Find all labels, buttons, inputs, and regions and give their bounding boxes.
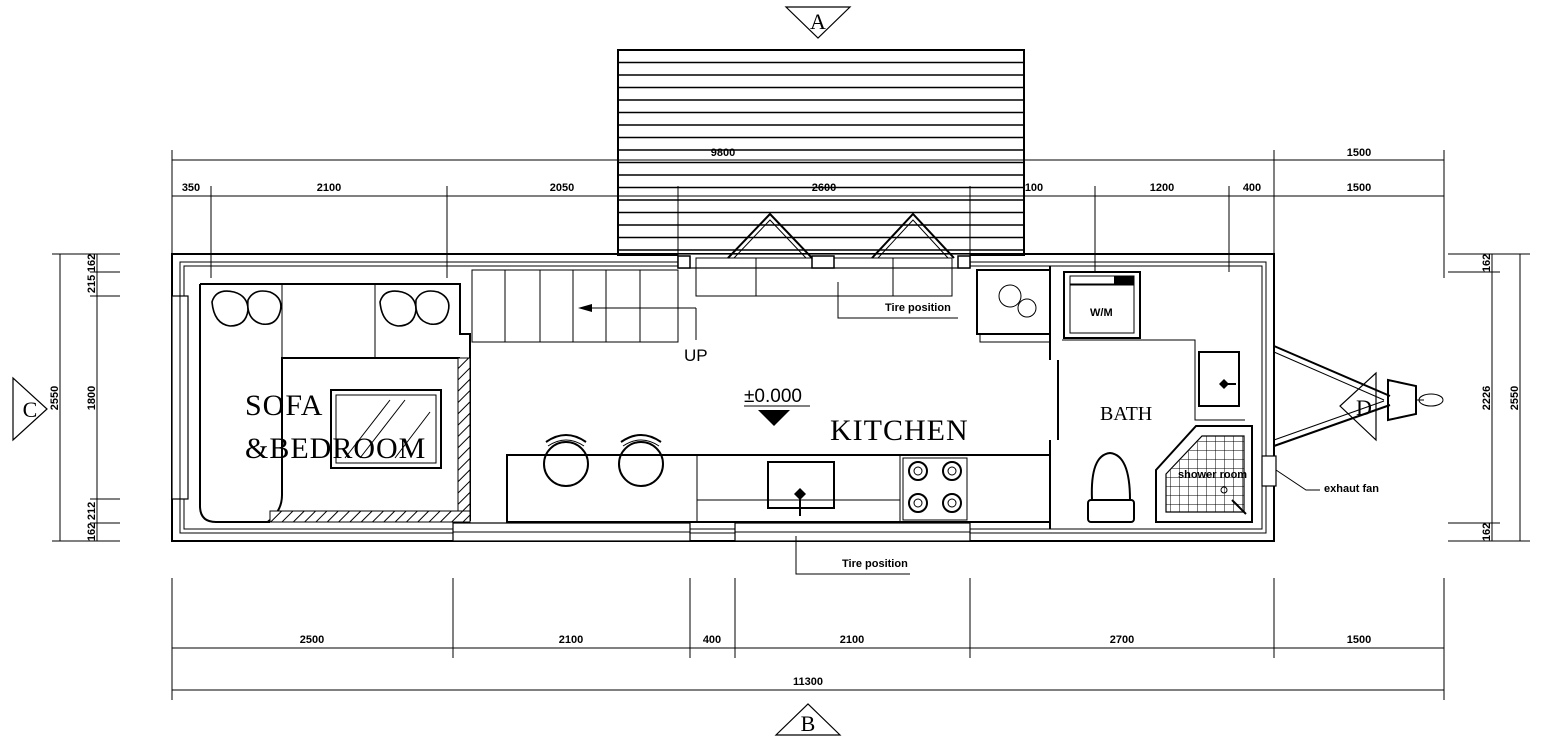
kitchen: ±0.000 KITCHEN (506, 386, 1051, 523)
dim-bottom-1: 2100 (559, 634, 583, 646)
section-marker-c: C (12, 376, 48, 442)
washing-machine: W/M (1063, 271, 1141, 339)
room-label-bath: BATH (1100, 403, 1152, 425)
stool-icon (543, 434, 664, 487)
hitch-coupler-icon (1418, 393, 1444, 407)
fridge (976, 269, 1051, 343)
dim-bottom-total: 11300 (793, 676, 823, 688)
dim-right-top: 162 (1481, 254, 1493, 272)
exterior-walls (171, 253, 1275, 542)
dim-bottom-3: 2100 (840, 634, 864, 646)
bath-partition (1049, 266, 1245, 529)
deck (617, 49, 1025, 256)
shower-room-label: shower room (1178, 469, 1247, 481)
section-label-c: C (23, 397, 38, 422)
dim-right-total: 2550 (1509, 386, 1521, 410)
dim-top-7: 1500 (1347, 182, 1371, 194)
dim-top-6: 400 (1243, 182, 1261, 194)
shower-icon (1155, 425, 1253, 523)
dim-top-hitch: 1500 (1347, 147, 1371, 159)
bottom-dimensions: 2500 2100 400 2100 2700 1500 11300 (171, 578, 1445, 700)
section-marker-d: D (1339, 371, 1377, 442)
bathroom: BATH shower room (1087, 351, 1253, 523)
dim-right-bot: 162 (1481, 523, 1493, 541)
dim-bottom-2: 400 (703, 634, 721, 646)
tire-position-top-label: Tire position (885, 302, 951, 314)
section-marker-a: A (784, 6, 852, 39)
level-marker-icon (758, 410, 790, 426)
dim-left-top-a: 162 (86, 254, 98, 272)
rear-windows: Tire position (452, 522, 971, 575)
dim-top-total: 9800 (711, 147, 735, 159)
trailer-hitch (1273, 345, 1444, 447)
dim-left-mid: 1800 (86, 386, 98, 410)
exhaust-fan: exhaut fan (1261, 455, 1379, 495)
dim-bottom-5: 1500 (1347, 634, 1371, 646)
section-marker-b: B (774, 703, 842, 736)
dim-top-0: 350 (182, 182, 200, 194)
washer-label: W/M (1090, 307, 1113, 319)
left-dimensions: 2550 1800 162 215 212 162 (49, 253, 120, 542)
section-label-b: B (801, 711, 816, 736)
dim-left-total: 2550 (49, 386, 61, 410)
front-doors: Tire position (677, 212, 971, 319)
dim-left-bot-b: 162 (86, 523, 98, 541)
pillow-icon (211, 290, 450, 327)
dim-top-2: 2050 (550, 182, 574, 194)
stove-icon (902, 457, 968, 521)
dim-top-1: 2100 (317, 182, 341, 194)
room-label-kitchen: KITCHEN (830, 414, 969, 447)
sofa-bedroom: SOFA &BEDROOM (199, 283, 471, 523)
section-label-a: A (810, 9, 826, 34)
dim-top-4: 100 (1025, 182, 1043, 194)
dim-left-top-b: 215 (86, 275, 98, 293)
room-label-sofa: SOFA (245, 389, 323, 422)
dim-bottom-0: 2500 (300, 634, 324, 646)
dim-top-5: 1200 (1150, 182, 1174, 194)
dim-top-3: 2600 (812, 182, 836, 194)
arrow-left-icon (578, 304, 592, 312)
dim-right-mid: 2226 (1481, 386, 1493, 410)
level-label: ±0.000 (744, 386, 802, 407)
exhaust-fan-label: exhaut fan (1324, 483, 1379, 495)
dim-left-bot-a: 212 (86, 502, 98, 520)
dim-bottom-4: 2700 (1110, 634, 1134, 646)
toilet-icon (1087, 451, 1135, 523)
top-dimensions: 9800 1500 350 2100 2050 2600 100 1200 40… (171, 147, 1445, 278)
tire-position-bottom-label: Tire position (842, 558, 908, 570)
basin-icon (1198, 351, 1240, 407)
right-dimensions: 2550 2226 162 162 (1448, 253, 1530, 542)
stairs-up-label: UP (684, 346, 708, 365)
staircase: UP (471, 269, 708, 365)
room-label-bedroom: &BEDROOM (245, 432, 426, 465)
